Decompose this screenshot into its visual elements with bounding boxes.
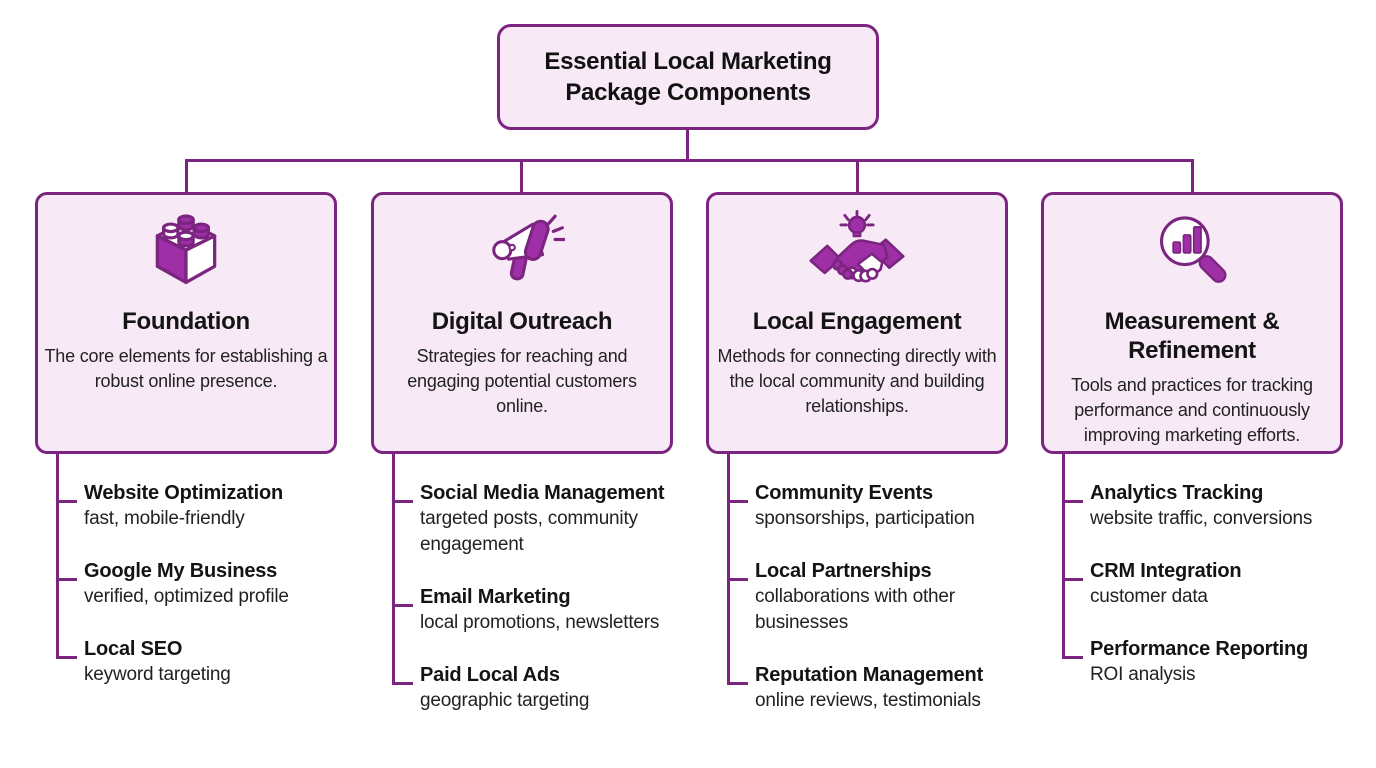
connector-item-tick bbox=[1062, 500, 1083, 503]
list-item: Local SEO keyword targeting bbox=[56, 636, 364, 688]
branch-measurement-refinement: Measurement & Refinement Tools and pract… bbox=[1041, 192, 1343, 714]
branch-card-local-engagement: Local Engagement Methods for connecting … bbox=[706, 192, 1008, 454]
item-subtitle: online reviews, testimonials bbox=[755, 690, 981, 711]
item-title: Paid Local Ads bbox=[420, 664, 560, 686]
connector-root-drop bbox=[686, 129, 689, 160]
item-title: Reputation Management bbox=[755, 664, 984, 686]
branch-description: Strategies for reaching and engaging pot… bbox=[407, 346, 637, 416]
connector-rail bbox=[185, 159, 1194, 162]
connector-item-tick bbox=[727, 578, 748, 581]
connector-card-drop bbox=[185, 159, 188, 194]
item-subtitle: website traffic, conversions bbox=[1090, 508, 1313, 529]
branch-card-measurement-refinement: Measurement & Refinement Tools and pract… bbox=[1041, 192, 1343, 454]
branch-title: Digital Outreach bbox=[431, 308, 613, 335]
branch-local-engagement: Local Engagement Methods for connecting … bbox=[706, 192, 1008, 740]
item-subtitle: customer data bbox=[1090, 586, 1208, 607]
brick-icon bbox=[143, 201, 229, 295]
item-subtitle: local promotions, newsletters bbox=[420, 612, 660, 633]
connector-card-drop bbox=[520, 159, 523, 194]
item-subtitle: verified, optimized profile bbox=[84, 586, 289, 607]
branch-title: Measurement & Refinement bbox=[1104, 308, 1280, 364]
branch-items: Community Events sponsorships, participa… bbox=[727, 454, 1035, 714]
item-subtitle: sponsorships, participation bbox=[755, 508, 975, 529]
megaphone-icon bbox=[479, 201, 565, 295]
branch-description: The core elements for establishing a rob… bbox=[44, 346, 328, 391]
branch-items: Analytics Tracking website traffic, conv… bbox=[1062, 454, 1370, 688]
root-title: Essential Local Marketing Package Compon… bbox=[544, 48, 832, 106]
branch-card-foundation: Foundation The core elements for establi… bbox=[35, 192, 337, 454]
branch-card-digital-outreach: Digital Outreach Strategies for reaching… bbox=[371, 192, 673, 454]
list-item: Email Marketing local promotions, newsle… bbox=[392, 584, 700, 636]
list-item: Google My Business verified, optimized p… bbox=[56, 558, 364, 610]
item-subtitle: collaborations with other businesses bbox=[755, 586, 955, 633]
list-item: Social Media Management targeted posts, … bbox=[392, 480, 700, 558]
list-item: Local Partnerships collaborations with o… bbox=[727, 558, 1035, 636]
root-node: Essential Local Marketing Package Compon… bbox=[497, 24, 879, 130]
list-item: Website Optimization fast, mobile-friend… bbox=[56, 480, 364, 532]
connector-item-tick bbox=[1062, 656, 1083, 659]
branch-title: Local Engagement bbox=[752, 308, 962, 335]
connector-item-tick bbox=[392, 604, 413, 607]
item-title: CRM Integration bbox=[1090, 560, 1242, 582]
connector-item-tick bbox=[56, 656, 77, 659]
connector-item-tick bbox=[392, 682, 413, 685]
connector-branch-line bbox=[1062, 454, 1065, 659]
item-title: Google My Business bbox=[84, 560, 278, 582]
connector-item-tick bbox=[1062, 578, 1083, 581]
item-title: Email Marketing bbox=[420, 586, 571, 608]
branch-description: Methods for connecting directly with the… bbox=[717, 346, 997, 416]
branch-title: Foundation bbox=[122, 308, 250, 335]
item-subtitle: keyword targeting bbox=[84, 664, 231, 685]
connector-card-drop bbox=[1191, 159, 1194, 194]
item-title: Local SEO bbox=[84, 638, 183, 660]
branch-description: Tools and practices for tracking perform… bbox=[1071, 375, 1313, 445]
item-title: Local Partnerships bbox=[755, 560, 932, 582]
item-subtitle: geographic targeting bbox=[420, 690, 590, 711]
connector-item-tick bbox=[56, 578, 77, 581]
item-subtitle: fast, mobile-friendly bbox=[84, 508, 245, 529]
list-item: Community Events sponsorships, participa… bbox=[727, 480, 1035, 532]
item-subtitle: targeted posts, community engagement bbox=[420, 508, 638, 555]
branch-items: Website Optimization fast, mobile-friend… bbox=[56, 454, 364, 688]
list-item: Analytics Tracking website traffic, conv… bbox=[1062, 480, 1370, 532]
handshake-icon bbox=[809, 201, 905, 295]
connector-branch-line bbox=[56, 454, 59, 659]
item-title: Analytics Tracking bbox=[1090, 482, 1264, 504]
connector-item-tick bbox=[727, 500, 748, 503]
magnifier-chart-icon bbox=[1149, 201, 1235, 295]
list-item: Performance Reporting ROI analysis bbox=[1062, 636, 1370, 688]
item-title: Website Optimization bbox=[84, 482, 283, 504]
list-item: Paid Local Ads geographic targeting bbox=[392, 662, 700, 714]
list-item: Reputation Management online reviews, te… bbox=[727, 662, 1035, 714]
branch-items: Social Media Management targeted posts, … bbox=[392, 454, 700, 714]
branch-digital-outreach: Digital Outreach Strategies for reaching… bbox=[371, 192, 673, 740]
connector-item-tick bbox=[392, 500, 413, 503]
item-title: Community Events bbox=[755, 482, 933, 504]
item-title: Social Media Management bbox=[420, 482, 665, 504]
connector-card-drop bbox=[856, 159, 859, 194]
connector-branch-line bbox=[727, 454, 730, 685]
connector-item-tick bbox=[56, 500, 77, 503]
connector-branch-line bbox=[392, 454, 395, 685]
item-title: Performance Reporting bbox=[1090, 638, 1309, 660]
branch-foundation: Foundation The core elements for establi… bbox=[35, 192, 337, 714]
list-item: CRM Integration customer data bbox=[1062, 558, 1370, 610]
connector-item-tick bbox=[727, 682, 748, 685]
item-subtitle: ROI analysis bbox=[1090, 664, 1196, 685]
